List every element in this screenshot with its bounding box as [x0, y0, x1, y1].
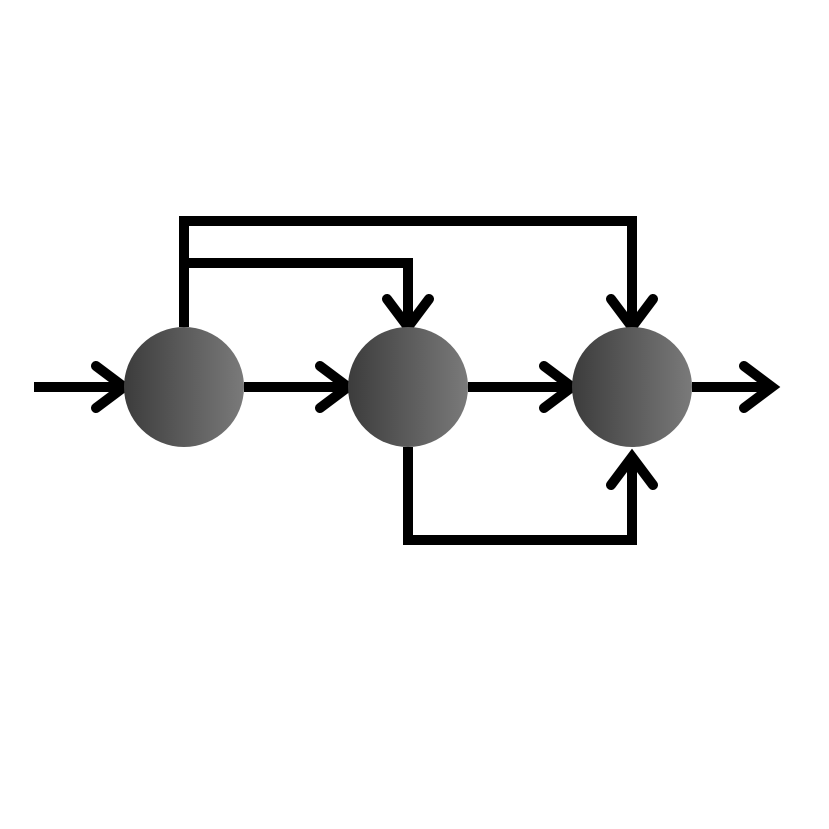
- edge-skip-node-2-to-node-3-arrowhead: [606, 448, 658, 490]
- edge-skip-node-2-to-node-3: [403, 447, 637, 545]
- diagram-node-1: [124, 327, 244, 447]
- nodes-layer: [124, 327, 692, 447]
- edge-skip-node-1-to-node-2: [179, 258, 413, 327]
- edge-output-arrowhead: [739, 361, 781, 413]
- diagram-node-3: [572, 327, 692, 447]
- edge-skip-node-1-to-node-3: [179, 216, 637, 327]
- diagram-node-2: [348, 327, 468, 447]
